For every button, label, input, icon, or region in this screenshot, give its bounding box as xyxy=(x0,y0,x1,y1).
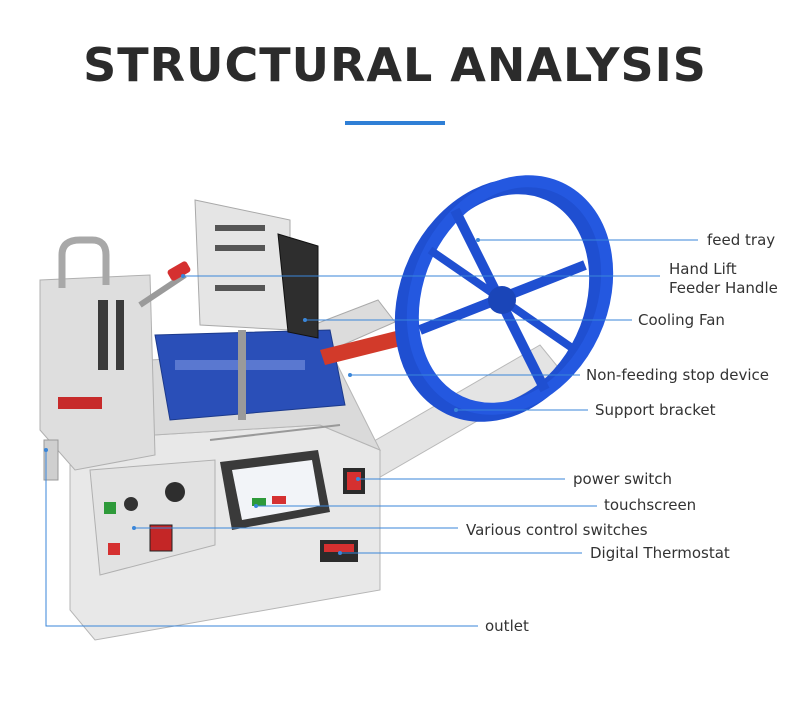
label-outlet: outlet xyxy=(485,617,529,635)
title-underline xyxy=(345,121,445,125)
blade-rod xyxy=(238,330,246,420)
power-switch-rocker xyxy=(347,472,361,490)
touchscreen-key-1 xyxy=(252,498,266,506)
label-hand-lift: Hand Lift Feeder Handle xyxy=(669,260,778,298)
label-digital-thermostat: Digital Thermostat xyxy=(590,544,730,562)
temperature-knob xyxy=(165,482,185,502)
green-start-button xyxy=(104,502,116,514)
label-feed-tray: feed tray xyxy=(707,231,776,249)
heater-box xyxy=(194,199,291,331)
indicator-lamp xyxy=(124,497,138,511)
feed-reel xyxy=(394,175,614,422)
label-touchscreen: touchscreen xyxy=(604,496,697,514)
left-slot-2 xyxy=(116,300,124,370)
heater-vent-2 xyxy=(215,245,265,251)
touchscreen-key-2 xyxy=(272,496,286,504)
leader-lines xyxy=(45,239,698,627)
hand-lift-lever xyxy=(138,272,187,308)
scale-ruler xyxy=(209,424,341,441)
heater-vent-1 xyxy=(215,225,265,231)
label-power-switch: power switch xyxy=(573,470,673,488)
label-support-bracket: Support bracket xyxy=(595,401,716,419)
label-hand-lift-line2: Feeder Handle xyxy=(669,279,778,297)
warning-sticker xyxy=(58,397,102,409)
red-stop-button xyxy=(108,543,120,555)
left-slot xyxy=(98,300,108,370)
thermostat-readout xyxy=(324,544,354,552)
page-title: STRUCTURAL ANALYSIS xyxy=(83,38,707,92)
rocker-switch xyxy=(149,524,173,552)
cooling-fan xyxy=(277,233,319,339)
heater-vent-3 xyxy=(215,285,265,291)
label-hand-lift-line1: Hand Lift xyxy=(669,260,737,278)
lifting-handle xyxy=(58,236,110,288)
left-panel xyxy=(39,274,156,471)
label-control-switches: Various control switches xyxy=(466,521,648,539)
leader-dots xyxy=(44,238,480,555)
label-cooling-fan: Cooling Fan xyxy=(638,311,725,329)
label-non-feeding-stop: Non-feeding stop device xyxy=(586,366,769,384)
blue-mechanism xyxy=(154,329,346,421)
red-tape xyxy=(320,330,405,365)
hand-lift-grip xyxy=(167,261,191,281)
